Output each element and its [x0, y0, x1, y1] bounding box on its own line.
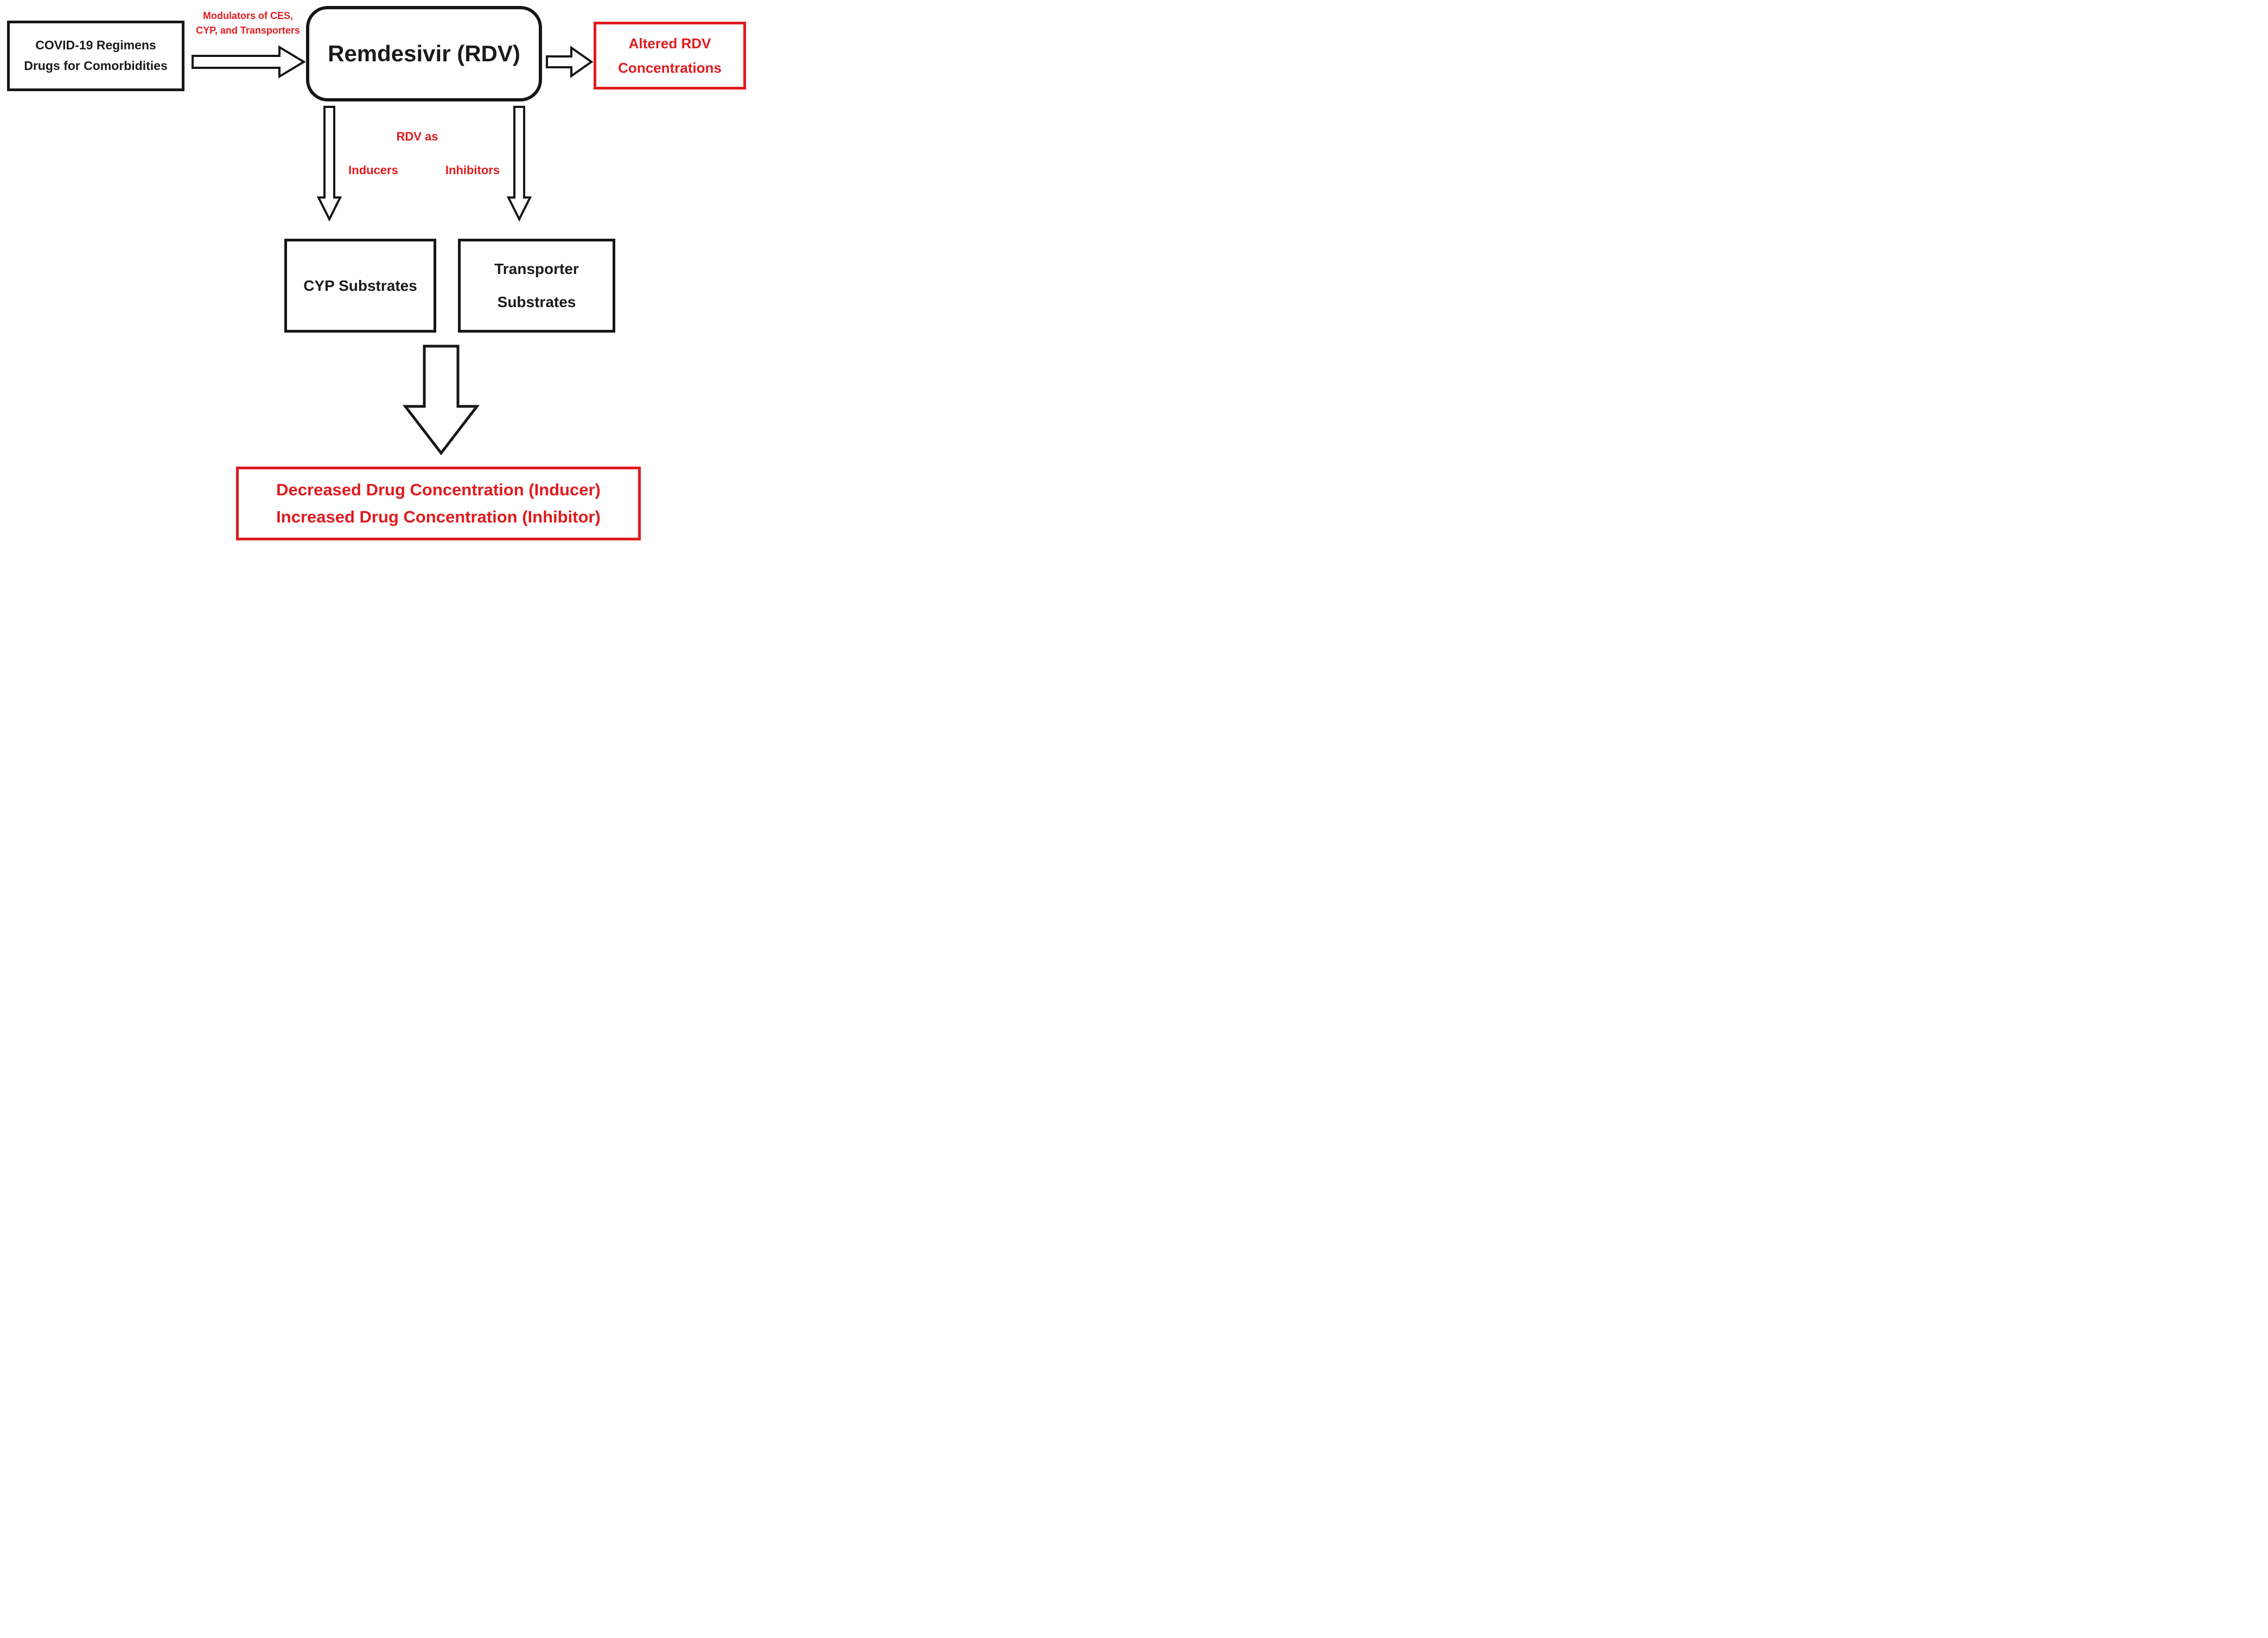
covid-regimens-line1: COVID-19 Regimens [35, 38, 156, 53]
altered-rdv-line2: Concentrations [618, 59, 722, 76]
covid-regimens-line2: Drugs for Comorbidities [24, 59, 168, 73]
drug-concentration-outcome-box: Decreased Drug Concentration (Inducer) I… [236, 467, 641, 540]
transporter-substrates-line1: Transporter [494, 260, 579, 278]
altered-rdv-box: Altered RDV Concentrations [594, 22, 746, 90]
outcome-line2: Increased Drug Concentration (Inhibitor) [276, 507, 601, 526]
altered-block-arrow-right-icon [546, 46, 594, 78]
remdesivir-box: Remdesivir (RDV) [306, 6, 542, 101]
altered-rdv-line1: Altered RDV [628, 35, 711, 52]
transporter-substrates-box: Transporter Substrates [458, 239, 615, 333]
modulators-label-line2: CYP, and Transporters [196, 25, 300, 36]
modulators-label: Modulators of CES, CYP, and Transporters [183, 9, 313, 38]
inducers-label: Inducers [348, 163, 398, 177]
arrows-layer [192, 45, 594, 456]
modulators-block-arrow-right-icon [192, 45, 306, 79]
outcome-line1: Decreased Drug Concentration (Inducer) [276, 480, 601, 500]
cyp-substrates-label: CYP Substrates [303, 277, 417, 294]
inducer-block-arrow-down-icon [316, 106, 342, 222]
covid-regimens-box: COVID-19 Regimens Drugs for Comorbiditie… [7, 21, 184, 91]
inhibitor-block-arrow-down-icon [506, 106, 532, 222]
rdv-as-label: RDV as [396, 130, 438, 143]
transporter-substrates-line2: Substrates [497, 293, 576, 310]
inhibitors-label: Inhibitors [445, 163, 500, 177]
modulators-label-line1: Modulators of CES, [203, 10, 293, 21]
diagram-canvas: COVID-19 Regimens Drugs for Comorbiditie… [0, 0, 756, 546]
remdesivir-box-label: Remdesivir (RDV) [328, 41, 520, 66]
cyp-substrates-box: CYP Substrates [284, 239, 436, 333]
outcome-block-arrow-down-icon [402, 345, 480, 456]
